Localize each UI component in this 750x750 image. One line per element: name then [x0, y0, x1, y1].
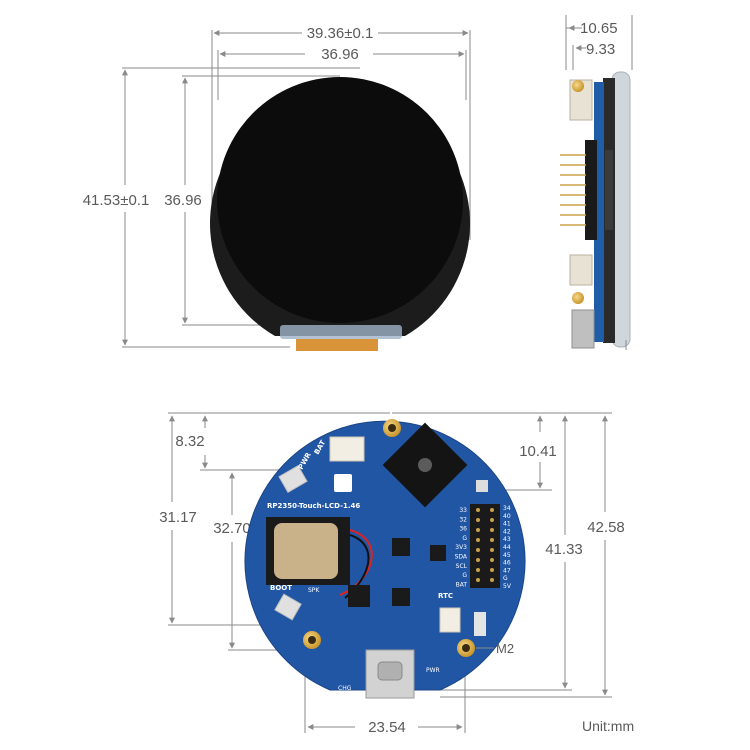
brand-logo — [334, 474, 352, 492]
pin-label: SDA — [455, 554, 468, 561]
spk-silk: SPK — [308, 587, 320, 594]
chg-silk: CHG — [338, 685, 352, 692]
pin-label: 33 — [459, 507, 467, 514]
sensor — [474, 612, 486, 636]
pin-label: 5V — [503, 583, 512, 590]
pin-label: 3V3 — [455, 544, 467, 551]
pin-label: G — [503, 575, 508, 582]
pin-label: 34 — [503, 505, 511, 512]
flex-connector — [296, 339, 378, 351]
back-right-inner-label: 41.33 — [545, 541, 583, 558]
pin-label: 42 — [503, 528, 511, 535]
side-button — [569, 254, 593, 286]
front-height-outer-label: 41.53±0.1 — [83, 192, 150, 209]
battery-connector — [329, 436, 365, 462]
pin-label: 40 — [503, 513, 511, 520]
unit-label: Unit:mm — [582, 718, 635, 734]
front-width-inner-label: 36.96 — [321, 46, 359, 63]
rtc-crystal — [476, 480, 488, 492]
side-view: 10.65 9.33 — [560, 15, 633, 350]
pin-label: 41 — [503, 521, 511, 528]
back-view: 8.32 31.17 32.70 10.41 41.33 42.58 23.54… — [159, 412, 625, 736]
pin-label: BAT — [456, 581, 468, 588]
rtc-battery-connector — [439, 607, 461, 633]
ic-3 — [348, 585, 370, 607]
side-depth-outer-label: 10.65 — [580, 20, 618, 37]
ic-1 — [392, 538, 410, 556]
front-height-inner-label: 36.96 — [164, 192, 202, 209]
pin-label: 45 — [503, 552, 511, 559]
pin-label: 43 — [503, 536, 511, 543]
pin-label: G — [462, 572, 467, 579]
pwr-led-silk: PWR — [426, 667, 440, 674]
back-right-offset-label: 10.41 — [519, 443, 557, 460]
front-width-outer-label: 39.36±0.1 — [307, 25, 374, 42]
rtc-silk: RTC — [438, 592, 453, 600]
pin-label: 36 — [459, 526, 467, 533]
pin-label: G — [462, 535, 467, 542]
side-pin-header — [585, 140, 597, 240]
side-usb-c — [571, 309, 595, 349]
speaker-membrane — [274, 523, 338, 579]
side-pcb — [594, 82, 604, 342]
ic-4 — [392, 588, 410, 606]
back-right-outer-label: 42.58 — [587, 519, 625, 536]
pin-label: 47 — [503, 567, 511, 574]
boot-silk: BOOT — [270, 584, 292, 592]
pwr-button[interactable] — [278, 465, 308, 493]
pin-label: 44 — [503, 544, 511, 551]
back-bottom-label: 23.54 — [368, 719, 406, 736]
board-name-silk: RP2350-Touch-LCD-1.46 — [267, 502, 360, 510]
back-top-offset-label: 8.32 — [175, 433, 204, 450]
back-left-outer-label: 31.17 — [159, 509, 197, 526]
boot-button[interactable] — [274, 593, 302, 621]
side-depth-inner-label: 9.33 — [586, 41, 615, 58]
pin-label: 46 — [503, 560, 511, 567]
display-screen — [217, 77, 463, 323]
pin-header — [470, 504, 500, 588]
pin-label: 32 — [459, 516, 467, 523]
ic-2 — [430, 545, 446, 561]
pin-label: SCL — [456, 563, 468, 570]
m2-hole-label: M2 — [496, 641, 514, 656]
front-view: 39.36±0.1 36.96 41.53±0.1 36.96 — [83, 25, 471, 351]
back-left-inner-label: 32.70 — [213, 520, 251, 537]
display-glass-edge — [280, 325, 402, 339]
